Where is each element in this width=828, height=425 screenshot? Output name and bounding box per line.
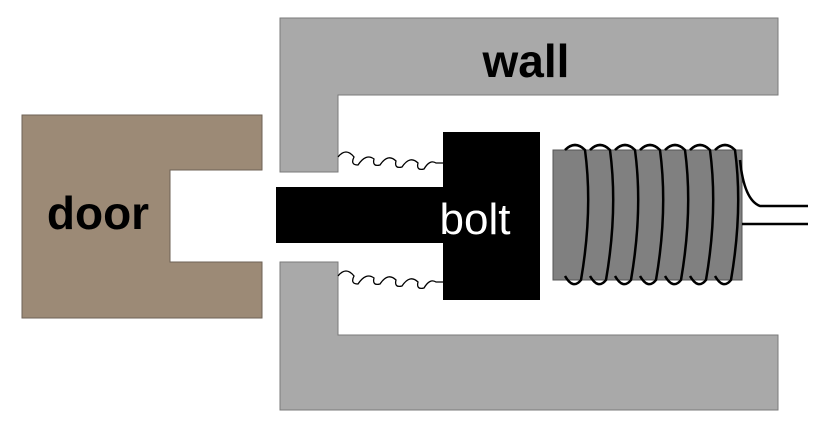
wall-shape [279,17,779,173]
door-label: door [47,187,149,239]
coil-wire-upper [738,159,808,208]
bolt-stem [276,187,448,243]
wall-lower-shape [279,261,779,411]
door-shape [21,114,263,319]
bolt-head [443,132,540,300]
lower-spring [337,270,454,290]
upper-spring [337,151,454,171]
wall-label: wall [482,35,570,87]
coil-windings [563,143,740,286]
bolt-label: bolt [440,195,511,244]
